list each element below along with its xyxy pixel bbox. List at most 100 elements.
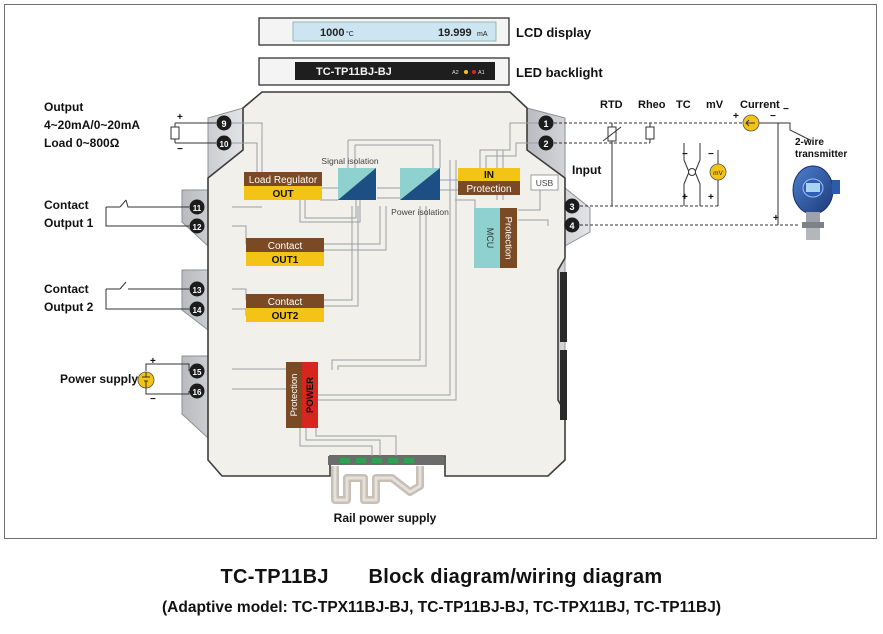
svg-text:Power isolation: Power isolation xyxy=(391,207,449,217)
left-external-wiring: Output 4~20mA/0~20mA Load 0~800Ω + − Con… xyxy=(44,100,216,405)
svg-text:IN: IN xyxy=(484,170,494,181)
mv-label: mV xyxy=(706,99,724,111)
svg-text:15: 15 xyxy=(193,368,202,377)
terminal-3: 3 xyxy=(564,198,580,214)
caption-model: TC-TP11BJ xyxy=(220,566,329,588)
contact1-line2: Output 1 xyxy=(44,216,94,230)
mv-meter-icon xyxy=(709,163,727,181)
usb-port: USB xyxy=(530,174,559,191)
svg-text:OUT: OUT xyxy=(272,189,293,200)
svg-text:mV: mV xyxy=(713,170,723,177)
svg-text:USB: USB xyxy=(536,178,554,188)
transmitter-line2: transmitter xyxy=(795,149,847,160)
svg-text:11: 11 xyxy=(193,204,202,213)
lcd-label: LCD display xyxy=(516,25,592,40)
terminals: 9 10 11 12 13 14 15 16 1 2 3 4 xyxy=(189,115,580,399)
svg-text:3: 3 xyxy=(569,202,574,212)
led-a1-dot xyxy=(472,70,476,74)
svg-text:Contact: Contact xyxy=(268,241,303,252)
side-bar-2 xyxy=(560,350,567,420)
output-range: 4~20mA/0~20mA xyxy=(44,118,140,132)
svg-text:+: + xyxy=(733,111,739,122)
svg-text:POWER: POWER xyxy=(305,377,316,413)
svg-text:4: 4 xyxy=(569,221,574,231)
svg-text:Contact: Contact xyxy=(268,297,303,308)
svg-text:Protection: Protection xyxy=(289,374,300,417)
led-a2-dot xyxy=(464,70,468,74)
terminal-2: 2 xyxy=(538,135,554,151)
svg-text:−: − xyxy=(177,144,183,155)
transmitter-line1: 2-wire xyxy=(795,137,824,148)
terminal-16: 16 xyxy=(189,383,205,399)
svg-text:+: + xyxy=(177,112,183,123)
rheo-label: Rheo xyxy=(638,99,666,111)
led-model: TC-TP11BJ-BJ xyxy=(316,66,392,78)
terminal-11: 11 xyxy=(189,199,205,215)
svg-text:Load Regulator: Load Regulator xyxy=(249,175,318,186)
led-a1: A1 xyxy=(478,70,485,76)
svg-text:OUT1: OUT1 xyxy=(272,255,299,266)
contact2-switch xyxy=(105,288,189,310)
svg-text:−: − xyxy=(708,149,714,160)
module-body xyxy=(181,91,591,477)
svg-text:+: + xyxy=(708,192,714,203)
caption-title: Block diagram/wiring diagram xyxy=(368,566,663,588)
tc-label: TC xyxy=(676,99,691,111)
diagram-frame xyxy=(4,4,877,539)
contact-out1-block: Contact OUT1 xyxy=(246,238,324,266)
svg-text:MCU: MCU xyxy=(485,228,495,249)
internal-wiring xyxy=(232,122,552,456)
svg-text:+: + xyxy=(773,213,779,224)
output-title: Output xyxy=(44,100,83,114)
mcu-block: MCU xyxy=(474,208,500,268)
svg-text:Signal isolation: Signal isolation xyxy=(321,156,378,166)
input-protection-block: IN Protection xyxy=(458,168,520,195)
side-bar-1 xyxy=(560,272,567,342)
terminal-13: 13 xyxy=(189,281,205,297)
svg-text:−: − xyxy=(770,111,776,122)
lcd-unit-1: °C xyxy=(346,30,354,38)
lcd-value-2: 19.999 xyxy=(438,27,472,39)
power-isolation-block: Power isolation xyxy=(391,168,449,217)
contact2-line1: Contact xyxy=(44,282,89,296)
svg-text:−: − xyxy=(150,394,156,405)
load-regulator-block: Load Regulator OUT xyxy=(244,172,322,200)
terminal-15: 15 xyxy=(189,363,205,379)
svg-text:+: + xyxy=(682,192,688,203)
protection-block: Protection xyxy=(500,208,517,268)
lcd-unit-2: mA xyxy=(477,31,488,38)
contact1-line1: Contact xyxy=(44,198,89,212)
svg-text:1: 1 xyxy=(543,119,548,129)
led-backlight: TC-TP11BJ-BJ A2 A1 LED backlight xyxy=(258,57,603,86)
terminal-1: 1 xyxy=(538,115,554,131)
transmitter-device-icon xyxy=(792,165,840,240)
lcd-value-1: 1000 xyxy=(320,27,344,39)
led-label: LED backlight xyxy=(516,65,603,80)
signal-isolation-block: Signal isolation xyxy=(321,156,379,200)
lcd-screen xyxy=(292,21,497,42)
svg-text:+: + xyxy=(150,356,156,367)
svg-text:10: 10 xyxy=(220,140,229,149)
svg-text:2: 2 xyxy=(543,139,548,149)
output-load: Load 0~800Ω xyxy=(44,136,120,150)
svg-text:−: − xyxy=(783,104,789,115)
power-supply-label: Power supply xyxy=(60,372,138,386)
terminal-10: 10 xyxy=(216,135,232,151)
lcd-display: 1000 °C 19.999 mA LCD display xyxy=(258,17,592,46)
svg-text:−: − xyxy=(682,149,688,160)
block-wiring-diagram: 1000 °C 19.999 mA LCD display TC-TP11BJ-… xyxy=(44,17,847,525)
load-resistor xyxy=(170,126,180,140)
caption-adaptive: (Adaptive model: TC-TPX11BJ-BJ, TC-TP11B… xyxy=(162,599,721,616)
contact2-line2: Output 2 xyxy=(44,300,94,314)
terminal-14: 14 xyxy=(189,301,205,317)
svg-text:16: 16 xyxy=(193,388,202,397)
contact1-switch xyxy=(105,199,189,227)
rail-power-supply: Rail power supply xyxy=(328,456,444,525)
terminal-9: 9 xyxy=(216,115,232,131)
led-a2: A2 xyxy=(452,70,459,76)
power-block: Protection POWER xyxy=(286,362,318,428)
rtd-label: RTD xyxy=(600,99,623,111)
caption: TC-TP11BJ Block diagram/wiring diagram (… xyxy=(0,566,883,617)
svg-text:9: 9 xyxy=(221,119,226,129)
svg-text:OUT2: OUT2 xyxy=(272,311,299,322)
